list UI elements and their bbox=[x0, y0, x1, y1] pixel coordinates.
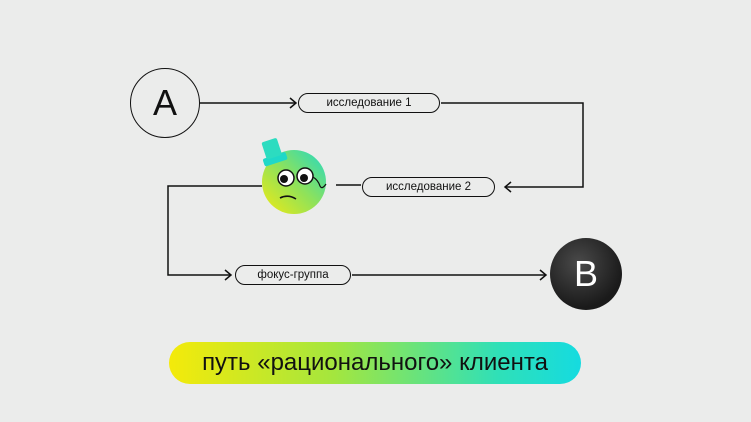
step-label: фокус-группа bbox=[257, 269, 329, 281]
step-label: исследование 2 bbox=[385, 181, 472, 193]
step-research-2: исследование 2 bbox=[362, 177, 495, 197]
mascot-monocle-icon bbox=[261, 138, 327, 214]
end-node-label: B bbox=[573, 253, 598, 294]
start-node-a: A bbox=[130, 68, 200, 138]
end-node-b: B bbox=[550, 238, 622, 310]
step-label: исследование 1 bbox=[326, 97, 412, 109]
step-research-1: исследование 1 bbox=[298, 93, 440, 113]
start-node-label: A bbox=[152, 82, 177, 123]
caption-banner: путь «рационального» клиента bbox=[169, 342, 581, 384]
caption-text: путь «рационального» клиента bbox=[202, 349, 548, 376]
step-focus-group: фокус-группа bbox=[235, 265, 351, 285]
